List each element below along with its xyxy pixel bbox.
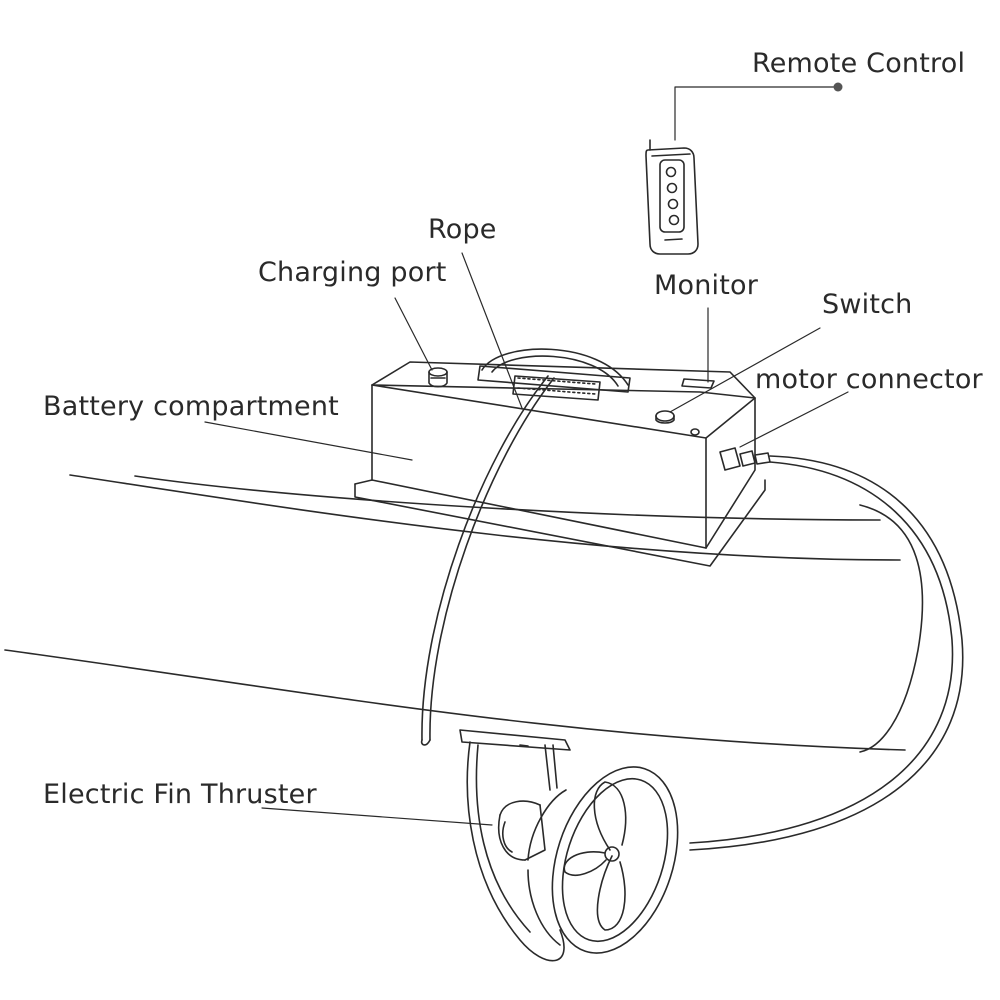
battery-compartment-label: Battery compartment [43, 393, 339, 420]
electric-fin-thruster-label: Electric Fin Thruster [43, 781, 317, 808]
leader-charging-port [395, 298, 432, 370]
boat-hull [5, 475, 922, 752]
battery-handle [478, 349, 630, 400]
leader-dot-remote [834, 83, 843, 92]
motor-connector-part [720, 448, 770, 470]
leader-lines [205, 87, 848, 825]
leader-rope [462, 253, 522, 408]
rope-label: Rope [428, 216, 497, 243]
leader-battery-compartment [205, 422, 412, 460]
charging-port-part [429, 368, 447, 387]
motor-cable [690, 456, 963, 850]
leader-remote-control [675, 87, 838, 140]
leader-motor-connector [740, 392, 848, 447]
rope [422, 376, 554, 745]
leader-fin-thruster [262, 808, 492, 825]
monitor-part [682, 379, 714, 388]
thruster-fin [467, 742, 564, 961]
monitor-label: Monitor [654, 272, 758, 299]
remote-control-label: Remote Control [752, 50, 965, 77]
switch-label: Switch [822, 291, 912, 318]
remote-control-device [646, 140, 698, 254]
motor-connector-label: motor connector [755, 366, 983, 393]
thruster-motor [499, 745, 557, 860]
charging-port-label: Charging port [258, 259, 447, 286]
thruster-propeller [564, 782, 625, 930]
